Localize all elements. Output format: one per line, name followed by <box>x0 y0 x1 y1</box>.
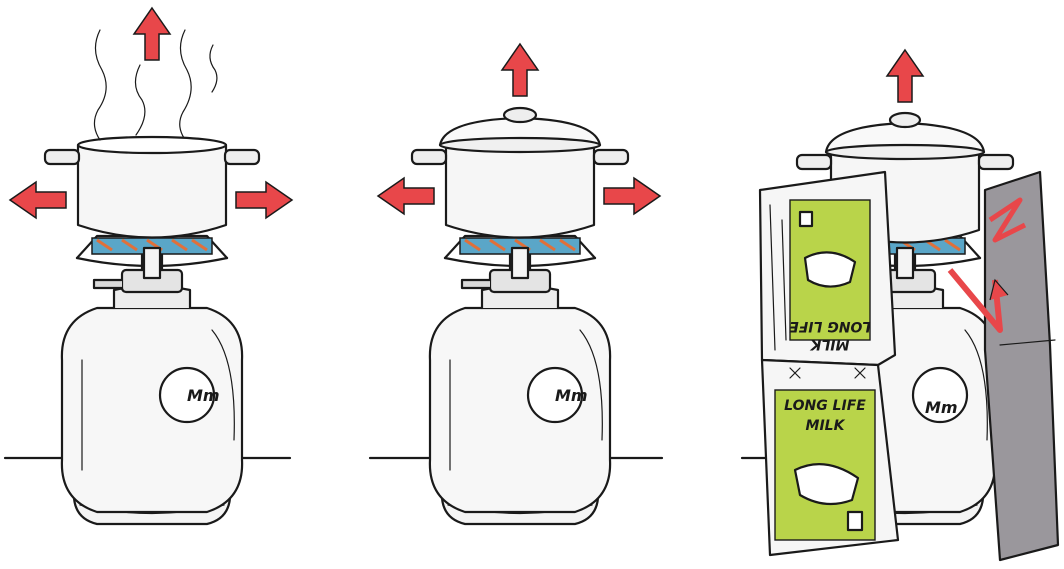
heat-arrow-right <box>236 182 292 218</box>
burner <box>445 236 595 278</box>
heat-arrow-up <box>502 44 538 96</box>
pot <box>412 145 628 238</box>
burner <box>77 236 227 278</box>
cow-icon <box>805 252 855 286</box>
pot-lid <box>440 108 600 152</box>
pot-lid <box>826 113 984 159</box>
panel-lidded-pot: Mm <box>370 44 662 524</box>
heat-arrow-up <box>887 50 923 102</box>
glass-icon <box>800 212 812 226</box>
milk-label-bottom-line1: LONG LIFE <box>784 398 866 414</box>
cylinder-monogram: Mm <box>187 386 220 405</box>
heat-arrow-left <box>10 182 66 218</box>
milk-label-bottom-line2: MILK <box>806 418 846 434</box>
cylinder-monogram: Mm <box>555 386 588 405</box>
heat-arrow-left <box>378 178 434 214</box>
heat-arrow-right <box>604 178 660 214</box>
panel-open-pot: Mm <box>5 8 292 524</box>
milk-label-top-line1: LONG LIFE <box>789 318 871 334</box>
panel-insulated-pot: Mm LONG LIFE <box>742 50 1058 560</box>
heat-arrow-up <box>134 8 170 60</box>
milk-carton-panel: LONG LIFE MILK LONG LIFE MILK <box>760 172 898 555</box>
cylinder-monogram: Mm <box>925 398 958 417</box>
milk-label-top-line2: MILK <box>809 336 849 352</box>
pot <box>45 137 259 238</box>
glass-icon <box>848 512 862 530</box>
